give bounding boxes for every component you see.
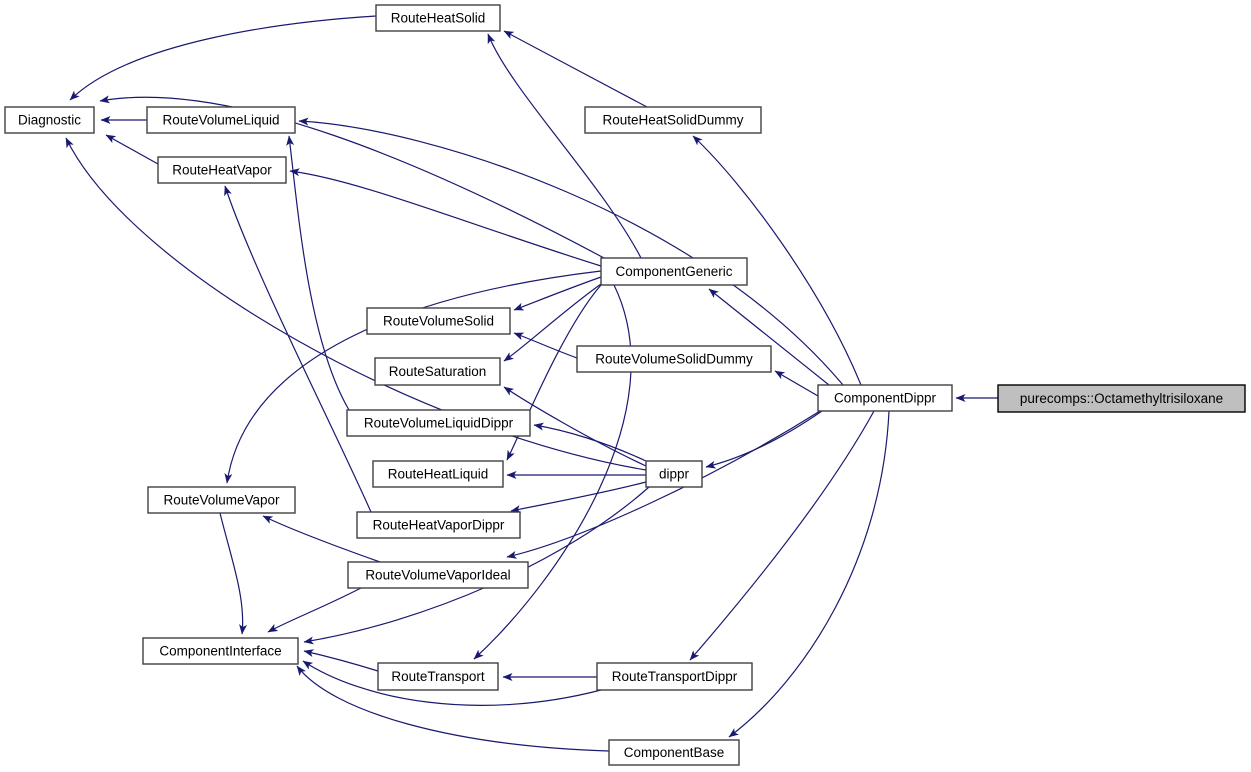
node-box[interactable]	[4, 106, 95, 134]
inheritance-edge	[513, 276, 602, 311]
node-RouteHeatSolidDummy[interactable]: RouteHeatSolidDummy	[584, 106, 762, 134]
node-RouteVolumeVaporIdeal[interactable]: RouteVolumeVaporIdeal	[347, 561, 529, 589]
node-label: ComponentDippr	[834, 391, 937, 406]
node-box[interactable]	[645, 460, 703, 488]
node-box[interactable]	[576, 345, 772, 373]
node-label: purecomps::Octamethyltrisiloxane	[1020, 391, 1223, 406]
node-label: RouteVolumeVapor	[163, 493, 280, 508]
node-label: RouteVolumeSolidDummy	[595, 352, 753, 367]
node-label: ComponentGeneric	[615, 264, 732, 279]
node-purecomps_Octamethyltrisiloxane[interactable]: purecomps::Octamethyltrisiloxane	[997, 384, 1246, 413]
node-label: RouteVolumeVaporIdeal	[365, 568, 510, 583]
node-box[interactable]	[347, 561, 529, 589]
node-label: RouteHeatSolid	[391, 11, 486, 26]
node-RouteHeatLiquid[interactable]: RouteHeatLiquid	[372, 460, 504, 488]
node-label: ComponentInterface	[159, 644, 281, 659]
node-box[interactable]	[146, 106, 296, 134]
node-ComponentInterface[interactable]: ComponentInterface	[142, 637, 299, 665]
inheritance-edge	[224, 270, 602, 484]
node-label: RouteTransport	[391, 669, 485, 684]
inheritance-edge	[503, 30, 648, 108]
node-label: RouteVolumeLiquid	[162, 113, 279, 128]
inheritance-edge	[473, 284, 632, 660]
node-label: RouteHeatLiquid	[388, 467, 489, 482]
inheritance-edge	[506, 284, 602, 461]
inheritance-edge	[533, 422, 647, 462]
node-label: RouteHeatSolidDummy	[602, 113, 743, 128]
inheritance-edge	[302, 660, 602, 706]
inheritance-edge	[105, 134, 159, 165]
inheritance-edge	[705, 410, 823, 469]
node-RouteHeatVaporDippr[interactable]: RouteHeatVaporDippr	[356, 511, 521, 539]
node-box[interactable]	[142, 637, 299, 665]
node-box[interactable]	[608, 739, 740, 766]
inheritance-edge	[219, 512, 248, 635]
node-label: ComponentBase	[624, 745, 725, 760]
inheritance-edge	[286, 135, 350, 411]
node-RouteHeatVapor[interactable]: RouteHeatVapor	[157, 156, 287, 184]
inheritance-edge	[298, 117, 844, 386]
node-box[interactable]	[584, 106, 762, 134]
node-label: RouteTransportDippr	[612, 669, 738, 684]
node-RouteHeatSolid[interactable]: RouteHeatSolid	[375, 4, 501, 32]
node-label: RouteVolumeSolid	[383, 314, 494, 329]
inheritance-edge	[506, 410, 821, 559]
node-RouteVolumeVapor[interactable]: RouteVolumeVapor	[147, 486, 296, 514]
node-box[interactable]	[372, 460, 504, 488]
inheritance-edge	[689, 410, 875, 661]
node-ComponentBase[interactable]: ComponentBase	[608, 739, 740, 766]
node-label: RouteHeatVaporDippr	[373, 518, 505, 533]
inheritance-edge	[510, 481, 647, 514]
node-box[interactable]	[600, 257, 748, 286]
node-label: Diagnostic	[18, 113, 81, 128]
node-RouteVolumeSolid[interactable]: RouteVolumeSolid	[366, 307, 511, 335]
inheritance-edge	[303, 649, 379, 672]
node-box[interactable]	[356, 511, 521, 539]
node-dippr[interactable]: dippr	[645, 460, 703, 488]
node-box[interactable]	[596, 662, 753, 691]
node-box[interactable]	[157, 156, 287, 184]
inheritance-edge	[289, 168, 602, 267]
node-RouteTransport[interactable]: RouteTransport	[377, 662, 499, 691]
node-ComponentDippr[interactable]: ComponentDippr	[817, 384, 953, 412]
node-ComponentGeneric[interactable]: ComponentGeneric	[600, 257, 748, 286]
inheritance-edge	[296, 665, 610, 752]
node-label: RouteVolumeLiquidDippr	[364, 416, 514, 431]
node-label: dippr	[659, 467, 690, 482]
node-Diagnostic[interactable]: Diagnostic	[4, 106, 95, 134]
node-RouteVolumeSolidDummy[interactable]: RouteVolumeSolidDummy	[576, 345, 772, 373]
node-box[interactable]	[346, 409, 531, 437]
node-box[interactable]	[366, 307, 511, 335]
inheritance-edge	[728, 410, 890, 738]
node-box[interactable]	[997, 384, 1246, 413]
inheritance-edge	[774, 370, 819, 397]
node-box[interactable]	[147, 486, 296, 514]
node-RouteVolumeLiquid[interactable]: RouteVolumeLiquid	[146, 106, 296, 134]
inheritance-edge	[692, 135, 862, 386]
inheritance-edge	[503, 386, 647, 467]
inheritance-edge	[487, 33, 642, 259]
inheritance-edge	[99, 95, 605, 259]
inheritance-edge	[513, 332, 578, 359]
inheritance-edge	[224, 185, 372, 513]
node-box[interactable]	[374, 357, 501, 386]
inheritance-edge	[503, 283, 602, 362]
node-label: RouteHeatVapor	[172, 163, 272, 178]
inheritance-edge	[65, 137, 647, 471]
inheritance-edge	[708, 288, 830, 386]
node-box[interactable]	[375, 4, 501, 32]
node-label: RouteSaturation	[389, 364, 487, 379]
node-RouteTransportDippr[interactable]: RouteTransportDippr	[596, 662, 753, 691]
inheritance-edge	[262, 515, 381, 563]
node-RouteSaturation[interactable]: RouteSaturation	[374, 357, 501, 386]
inheritance-edge	[267, 587, 362, 633]
inheritance-edge	[69, 15, 377, 101]
node-box[interactable]	[817, 384, 953, 412]
node-box[interactable]	[377, 662, 499, 691]
node-RouteVolumeLiquidDippr[interactable]: RouteVolumeLiquidDippr	[346, 409, 531, 437]
